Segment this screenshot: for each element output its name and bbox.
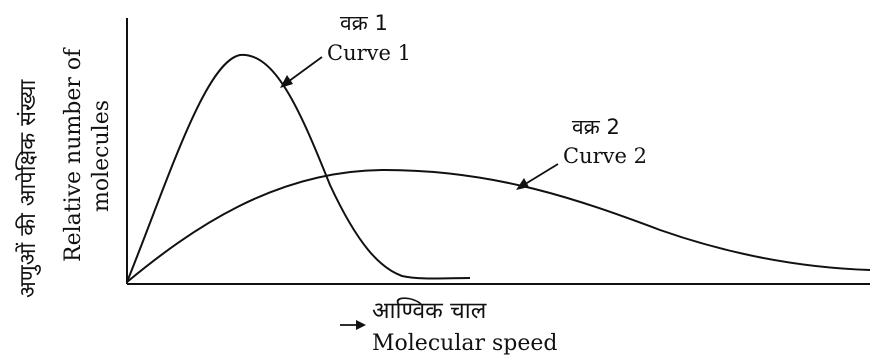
y-axis-label-en-line1: Relative number of: [61, 47, 86, 262]
curve-2-pointer-arrow: [516, 163, 559, 190]
y-axis-label-en-line2: molecules: [89, 100, 114, 212]
x-axis-label-hi: आण्विक चाल: [372, 297, 487, 324]
x-axis-arrow-icon: [340, 320, 366, 330]
curve-2: [126, 168, 871, 283]
curve-1: [126, 53, 471, 283]
curve-1-label-en: Curve 1: [327, 41, 411, 65]
y-axis-label-hi: अणुओं की आपेक्षिक संख्या: [15, 79, 41, 298]
curve-1-label-hi: वक्र 1: [340, 11, 388, 35]
curve-1-pointer-arrow: [280, 56, 323, 88]
curve-2-label-hi: वक्र 2: [572, 115, 620, 139]
curve-2-label-en: Curve 2: [563, 144, 647, 168]
x-axis-label-en: Molecular speed: [372, 331, 557, 356]
